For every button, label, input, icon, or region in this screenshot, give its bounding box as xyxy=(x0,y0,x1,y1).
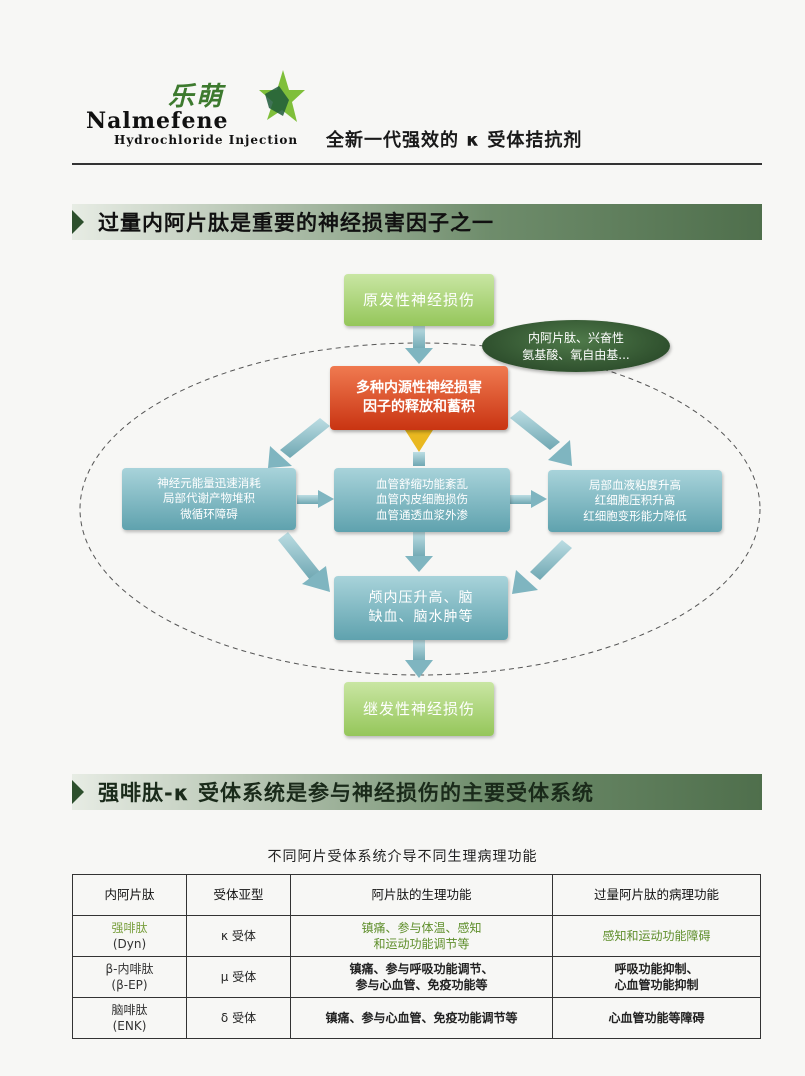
pathology-cell: 呼吸功能抑制、 心血管功能抑制 xyxy=(552,956,761,998)
table-header-row: 内阿片肽 受体亚型 阿片肽的生理功能 过量阿片肽的病理功能 xyxy=(72,874,761,916)
receptor-cell: δ 受体 xyxy=(186,997,291,1039)
physiology-cell: 镇痛、参与心血管、免疫功能调节等 xyxy=(290,997,553,1039)
arrow-right-to-bottom xyxy=(512,540,572,594)
table-header: 过量阿片肽的病理功能 xyxy=(552,874,761,916)
chevron-right-icon xyxy=(72,210,84,234)
brand-english-name: Nalmefene xyxy=(86,108,229,134)
star-logo-icon xyxy=(259,70,305,122)
brand-subtitle: Hydrochloride Injection xyxy=(114,133,299,147)
table-caption: 不同阿片受体系统介导不同生理病理功能 xyxy=(267,849,538,865)
vascular-dysfunction-box: 血管舒缩功能紊乱 血管内皮细胞损伤 血管通透血浆外渗 xyxy=(334,468,510,532)
blood-viscosity-box: 局部血液粘度升高 红细胞压积升高 红细胞变形能力降低 xyxy=(548,470,722,532)
arrow-left-to-bottom xyxy=(278,532,330,592)
arrow-bottom-to-secondary xyxy=(405,640,433,678)
header-divider xyxy=(72,163,762,165)
neuron-energy-box: 神经元能量迅速消耗 局部代谢产物堆积 微循环障碍 xyxy=(122,468,296,530)
arrow-center-to-right xyxy=(510,410,572,466)
table-header: 受体亚型 xyxy=(186,874,291,916)
table-row: β-内啡肽 (β-EP) μ 受体 镇痛、参与呼吸功能调节、 参与心血管、免疫功… xyxy=(72,956,761,998)
chevron-right-icon xyxy=(72,780,84,804)
physiology-cell: 镇痛、参与体温、感知 和运动功能调节等 xyxy=(290,915,553,957)
peptide-cell: 强啡肽 (Dyn) xyxy=(72,915,187,957)
tagline: 全新一代强效的 κ 受体拮抗剂 xyxy=(326,130,583,151)
arrow-primary-to-center xyxy=(405,326,433,364)
pathology-cell: 心血管功能等障碍 xyxy=(552,997,761,1039)
mediators-bubble: 内阿片肽、兴奋性 氨基酸、氧自由基... xyxy=(482,320,670,372)
arrow-left-to-middle xyxy=(297,490,334,508)
peptide-cell: β-内啡肽 (β-EP) xyxy=(72,956,187,998)
peptide-cell: 脑啡肽 (ENK) xyxy=(72,997,187,1039)
flow-diagram-connectors xyxy=(79,326,761,678)
section-title-1: 过量内阿片肽是重要的神经损害因子之一 xyxy=(98,211,494,235)
arrow-center-down xyxy=(405,430,433,452)
brand-chinese-name: 乐萌 xyxy=(168,82,225,112)
physiology-cell: 镇痛、参与呼吸功能调节、 参与心血管、免疫功能等 xyxy=(290,956,553,998)
primary-injury-box: 原发性神经损伤 xyxy=(344,274,494,326)
secondary-injury-box: 继发性神经损伤 xyxy=(344,682,494,736)
arrow-middle-to-right xyxy=(510,490,547,508)
endogenous-factors-box: 多种内源性神经损害 因子的释放和蓄积 xyxy=(330,366,508,430)
arrow-middle-to-bottom xyxy=(405,532,433,572)
arrow-center-to-middle xyxy=(413,452,425,466)
receptor-cell: μ 受体 xyxy=(186,956,291,998)
section-title-2: 强啡肽-κ 受体系统是参与神经损伤的主要受体系统 xyxy=(98,781,594,805)
pathology-cell: 感知和运动功能障碍 xyxy=(552,915,761,957)
section-banner-1: 过量内阿片肽是重要的神经损害因子之一 xyxy=(72,204,762,240)
receptor-cell: κ 受体 xyxy=(186,915,291,957)
table-header: 阿片肽的生理功能 xyxy=(290,874,553,916)
receptor-function-table: 内阿片肽 受体亚型 阿片肽的生理功能 过量阿片肽的病理功能 强啡肽 (Dyn) … xyxy=(72,874,761,1039)
table-row: 强啡肽 (Dyn) κ 受体 镇痛、参与体温、感知 和运动功能调节等 感知和运动… xyxy=(72,915,761,957)
table-row: 脑啡肽 (ENK) δ 受体 镇痛、参与心血管、免疫功能调节等 心血管功能等障碍 xyxy=(72,997,761,1039)
table-header: 内阿片肽 xyxy=(72,874,187,916)
intracranial-pressure-box: 颅内压升高、脑 缺血、脑水肿等 xyxy=(334,576,508,640)
arrow-center-to-left xyxy=(268,418,330,468)
section-banner-2: 强啡肽-κ 受体系统是参与神经损伤的主要受体系统 xyxy=(72,774,762,810)
